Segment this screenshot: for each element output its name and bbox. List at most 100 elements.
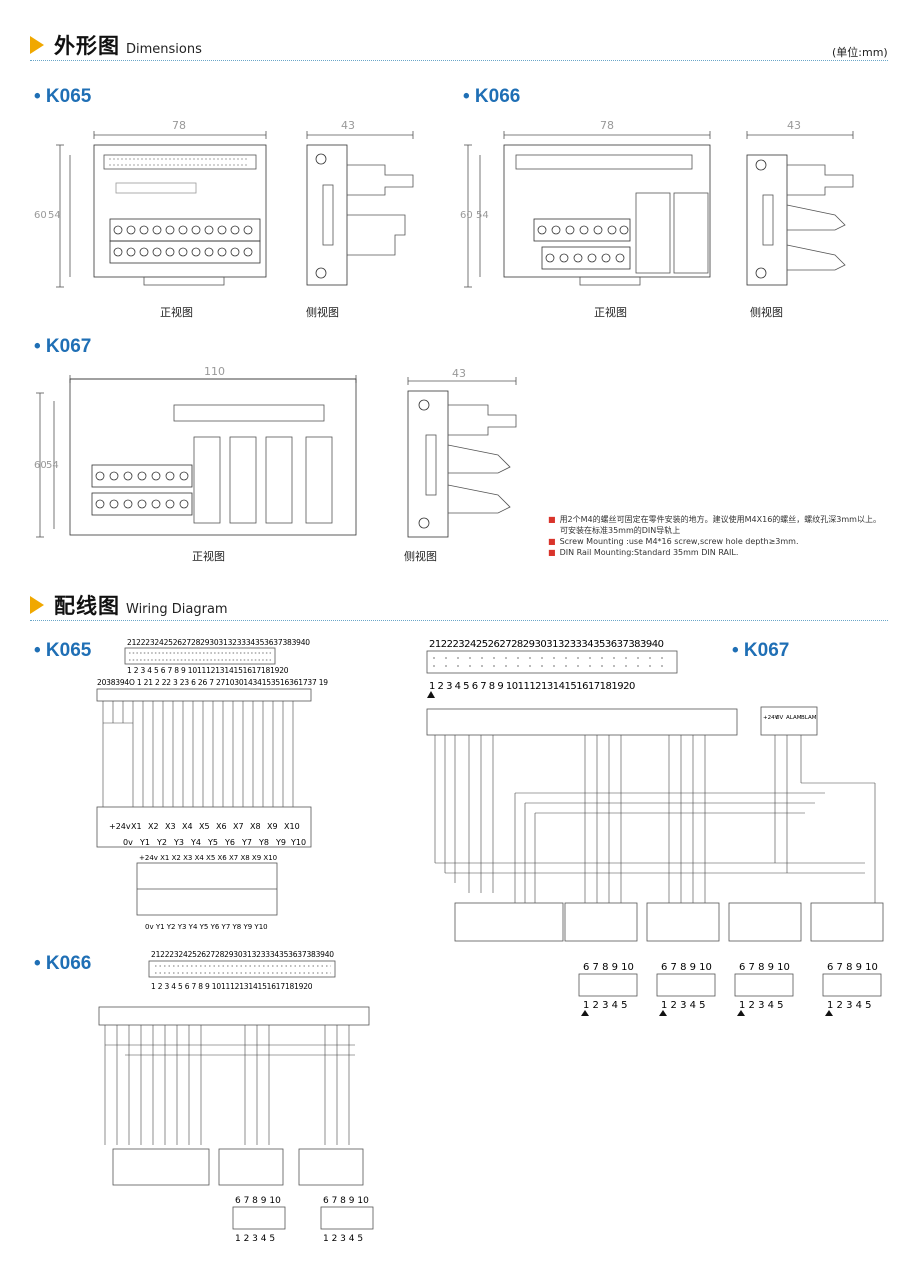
mounting-notes: ■用2个M4的螺丝可固定在零件安装的地方。建议使用M4X16的螺丝，螺纹孔深3m… bbox=[548, 514, 881, 558]
pin1-marker-icon bbox=[581, 1010, 589, 1016]
k065-term-x5: X5 bbox=[199, 822, 210, 831]
k065-block-top-labels: +24v X1 X2 X3 X4 X5 X6 X7 X8 X9 X10 bbox=[139, 854, 277, 862]
k065-width-dim: 78 bbox=[172, 119, 186, 132]
dimensions-divider bbox=[30, 60, 888, 61]
k065-height-dim-inner: 54 bbox=[48, 210, 61, 221]
k067-sc2-top: 6 7 8 9 10 bbox=[661, 962, 712, 973]
note-bullet-icon: ■ bbox=[548, 548, 556, 557]
k067-sc1-top: 6 7 8 9 10 bbox=[583, 962, 634, 973]
wiring-divider bbox=[30, 620, 888, 621]
k066-sc2-bottom: 1 2 3 4 5 bbox=[323, 1234, 363, 1244]
k067-depth-dim: 43 bbox=[452, 367, 466, 380]
k065-conn-top-pins: 2122232425262728293031323334353637383940 bbox=[127, 638, 310, 647]
dimensions-header: 外形图 Dimensions bbox=[30, 28, 202, 60]
k065-term-y6: Y6 bbox=[224, 838, 235, 847]
k067-wiring-diagram: 2122232425262728293031323334353637383940… bbox=[426, 639, 884, 942]
model-k067-wiring: • K067 bbox=[732, 640, 790, 661]
unit-label: (单位:mm) bbox=[832, 46, 888, 59]
k065-term-y2: Y2 bbox=[156, 838, 167, 847]
k067-side-caption: 侧视图 bbox=[404, 550, 437, 563]
k067-sc3-top: 6 7 8 9 10 bbox=[739, 962, 790, 973]
k067-sc4-top: 6 7 8 9 10 bbox=[827, 962, 878, 973]
k066-sc1-top: 6 7 8 9 10 bbox=[235, 1196, 281, 1206]
section-arrow-icon bbox=[30, 596, 44, 614]
pin1-marker-icon bbox=[659, 1010, 667, 1016]
wiring-title-cn: 配线图 bbox=[54, 594, 120, 618]
k066-conn-bottom-pins: 1 2 3 4 5 6 7 8 9 1011121314151617181920 bbox=[151, 982, 313, 991]
k065-term-y5: Y5 bbox=[207, 838, 218, 847]
k067-height-dim-outer: 60 bbox=[34, 460, 47, 471]
k066-side-view: 43 bbox=[746, 119, 854, 286]
k066-front-caption: 正视图 bbox=[594, 306, 627, 319]
model-k065-wiring: • K065 bbox=[34, 640, 92, 661]
model-k067-dim: • K067 bbox=[34, 336, 92, 357]
k065-term-x4: X4 bbox=[182, 822, 193, 831]
model-k066-dim: • K066 bbox=[463, 86, 521, 107]
wiring-title-en: Wiring Diagram bbox=[126, 602, 228, 617]
k065-term-y4: Y4 bbox=[190, 838, 201, 847]
k065-term-y1: Y1 bbox=[139, 838, 150, 847]
k065-side-caption: 侧视图 bbox=[306, 306, 339, 319]
k065-height-dim-outer: 60 bbox=[34, 210, 47, 221]
k065-term-x6: X6 bbox=[216, 822, 227, 831]
k067-conn-bottom-pins: 1 2 3 4 5 6 7 8 9 1011121314151617181920 bbox=[429, 681, 635, 692]
k067-width-dim: 110 bbox=[204, 365, 225, 378]
note-line-3: ■Screw Mounting :use M4*16 screw,screw h… bbox=[548, 537, 799, 546]
note-bullet-icon: ■ bbox=[548, 537, 556, 546]
k065-front-view: 78 60 54 bbox=[34, 119, 267, 288]
k065-wiring-diagram: 2122232425262728293031323334353637383940… bbox=[96, 638, 329, 931]
k066-wiring-diagram: 2122232425262728293031323334353637383940… bbox=[98, 950, 374, 1244]
wiring-header: 配线图 Wiring Diagram bbox=[30, 588, 228, 620]
k067-conn-top-pins: 2122232425262728293031323334353637383940 bbox=[429, 639, 664, 650]
k067-alarm-label-blam: BLAM bbox=[801, 715, 817, 721]
k067-height-dim-inner: 54 bbox=[46, 460, 59, 471]
k067-front-view: 110 60 54 bbox=[34, 365, 357, 538]
k065-term-x3: X3 bbox=[165, 822, 176, 831]
k065-term-y8: Y8 bbox=[258, 838, 269, 847]
k067-side-view: 43 bbox=[407, 367, 517, 538]
k065-term-x7: X7 bbox=[233, 822, 244, 831]
k065-conn-bottom-pins: 1 2 3 4 5 6 7 8 9 1011121314151617181920 bbox=[127, 666, 289, 675]
k066-height-dim-outer: 60 bbox=[460, 210, 473, 221]
k067-front-caption: 正视图 bbox=[192, 550, 225, 563]
k065-pin-order: 2038394O 1 21 2 22 3 23 6 26 7 271030143… bbox=[97, 678, 328, 687]
k067-sc3-bottom: 1 2 3 4 5 bbox=[739, 1000, 784, 1011]
k067-sc4-bottom: 1 2 3 4 5 bbox=[827, 1000, 872, 1011]
k066-width-dim: 78 bbox=[600, 119, 614, 132]
note-bullet-icon: ■ bbox=[548, 515, 556, 524]
k065-block-bottom-labels: 0v Y1 Y2 Y3 Y4 Y5 Y6 Y7 Y8 Y9 Y10 bbox=[145, 923, 268, 931]
k065-term-y9: Y9 bbox=[275, 838, 286, 847]
k066-height-dim-inner: 54 bbox=[476, 210, 489, 221]
k065-side-view: 43 bbox=[306, 119, 414, 286]
k065-term-x2: X2 bbox=[148, 822, 159, 831]
pin1-marker-icon bbox=[825, 1010, 833, 1016]
k066-conn-top-pins: 2122232425262728293031323334353637383940 bbox=[151, 950, 334, 959]
k065-term-x9: X9 bbox=[267, 822, 278, 831]
k065-term-y7: Y7 bbox=[241, 838, 252, 847]
k066-side-caption: 侧视图 bbox=[750, 306, 783, 319]
k065-term-x10: X10 bbox=[284, 822, 300, 831]
note-line-4: ■DIN Rail Mounting:Standard 35mm DIN RAI… bbox=[548, 548, 739, 557]
model-k066-wiring: • K066 bbox=[34, 953, 92, 974]
k067-sc2-bottom: 1 2 3 4 5 bbox=[661, 1000, 706, 1011]
dimensions-title-cn: 外形图 bbox=[54, 34, 120, 58]
k067-alarm-label-alam: ALAM bbox=[786, 715, 802, 721]
pin1-marker-icon bbox=[427, 691, 435, 698]
pin1-marker-icon bbox=[737, 1010, 745, 1016]
model-k065-dim: • K065 bbox=[34, 86, 92, 107]
k065-term-x8: X8 bbox=[250, 822, 261, 831]
k067-alarm-label-24v: +24V bbox=[763, 715, 779, 721]
k067-small-connectors: 6 7 8 9 10 1 2 3 4 5 6 7 8 9 10 1 2 3 4 … bbox=[578, 962, 882, 1016]
k066-depth-dim: 43 bbox=[787, 119, 801, 132]
note-line-2: 可安装在标准35mm的DIN导轨上 bbox=[560, 526, 681, 535]
k067-sc1-bottom: 1 2 3 4 5 bbox=[583, 1000, 628, 1011]
dimensions-title-en: Dimensions bbox=[126, 42, 202, 57]
k065-term-0v: 0v bbox=[123, 838, 133, 847]
section-arrow-icon bbox=[30, 36, 44, 54]
k065-term-x1: X1 bbox=[131, 822, 142, 831]
note-line-1: ■用2个M4的螺丝可固定在零件安装的地方。建议使用M4X16的螺丝，螺纹孔深3m… bbox=[548, 515, 881, 524]
k067-alarm-label-0v: 0V bbox=[776, 715, 783, 721]
k065-term-plus24v: +24v bbox=[109, 822, 131, 831]
k065-term-y10: Y10 bbox=[290, 838, 306, 847]
k066-sc2-top: 6 7 8 9 10 bbox=[323, 1196, 369, 1206]
